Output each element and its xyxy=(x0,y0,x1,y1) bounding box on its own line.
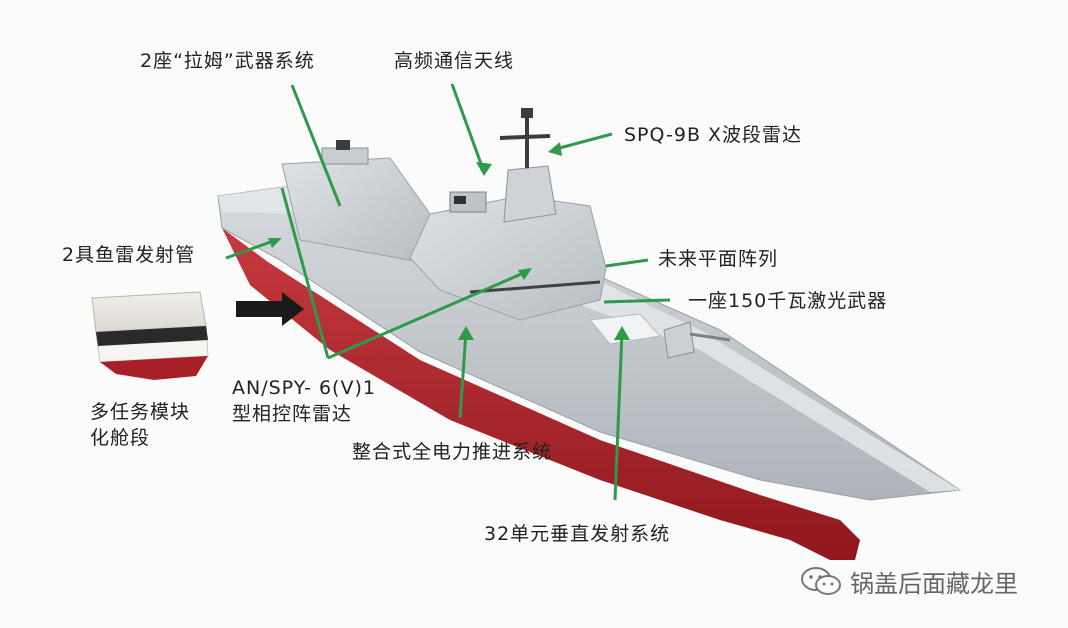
leader-laser xyxy=(603,298,671,304)
arrowhead-vls xyxy=(614,326,630,340)
wechat-icon xyxy=(801,566,841,595)
leader-spq9b xyxy=(551,132,613,152)
label-spq9b-radar: SPQ-9B X波段雷达 xyxy=(624,124,803,146)
label-module-line2: 化舱段 xyxy=(90,426,151,449)
arrowhead-hf xyxy=(476,162,492,176)
leader-spy6-a xyxy=(280,187,330,359)
label-laser-150kw: 一座150千瓦激光武器 xyxy=(688,290,888,312)
ship-deck xyxy=(218,186,960,492)
watermark: 锅盖后面藏龙里 xyxy=(800,564,1018,599)
label-vls: 32单元垂直发射系统 xyxy=(484,523,671,545)
arrowhead-spy6 xyxy=(518,268,532,280)
label-module-line1: 多任务模块 xyxy=(90,401,191,423)
watermark-text: 锅盖后面藏龙里 xyxy=(850,570,1018,598)
arrowhead-ieps xyxy=(458,326,474,340)
label-ieps: 整合式全电力推进系统 xyxy=(352,441,553,463)
label-torpedo-tubes: 2具鱼雷发射管 xyxy=(62,244,196,266)
module-arrow-icon xyxy=(236,292,304,326)
leader-torpedo xyxy=(225,238,277,260)
label-spy6-line2: 型相控阵雷达 xyxy=(232,402,353,425)
leader-vls xyxy=(613,331,624,501)
leader-spy6-b xyxy=(327,270,527,360)
leader-lines xyxy=(225,83,671,501)
leader-hf-antenna xyxy=(450,83,486,173)
ship-vls-patch xyxy=(589,313,661,345)
mission-module-base xyxy=(100,356,208,380)
leader-future-array xyxy=(605,258,649,268)
label-hf-antenna: 高频通信天线 xyxy=(394,50,515,72)
leader-ram xyxy=(290,84,342,207)
label-future-array: 未来平面阵列 xyxy=(658,248,779,270)
ship-hull-red xyxy=(222,228,860,560)
ship-mast xyxy=(503,165,557,223)
arrowhead-spq9b xyxy=(548,142,562,156)
leader-ieps xyxy=(458,331,468,419)
label-ram-weapon: 2座“拉姆”武器系统 xyxy=(140,50,315,72)
label-spy6-line1: AN/SPY- 6(V)1 xyxy=(232,377,376,399)
label-spy6-radar: AN/SPY- 6(V)1 型相控阵雷达 xyxy=(232,376,376,427)
ship-gun-turret xyxy=(663,321,695,359)
label-mission-module: 多任务模块 化舱段 xyxy=(90,400,190,451)
arrowhead-torpedo xyxy=(268,238,282,248)
mission-module-top xyxy=(91,291,207,333)
